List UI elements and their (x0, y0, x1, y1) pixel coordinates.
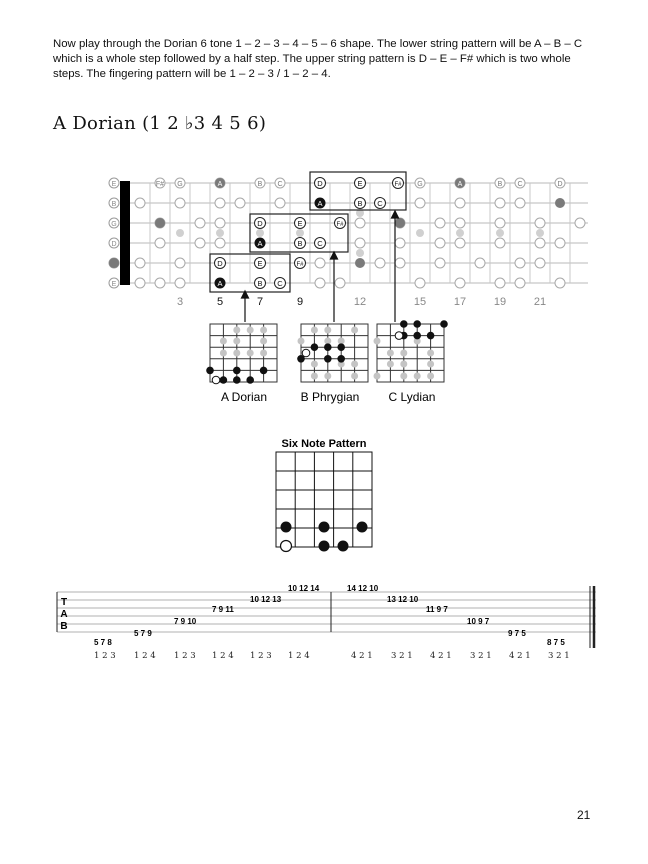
fingering: 4 2 1 (509, 651, 531, 661)
pattern-box-c-lydian (309, 171, 407, 211)
note-label: D (257, 219, 263, 228)
note-label: C (277, 279, 283, 288)
fret-number: 19 (494, 296, 506, 308)
note-label: D (217, 259, 223, 268)
fingering: 4 2 1 (430, 651, 452, 661)
note-label: E (357, 179, 362, 188)
tab-numbers: 8 7 5 (547, 638, 565, 647)
pattern-box-a-dorian (209, 253, 291, 293)
note-label: C (517, 181, 522, 188)
tablature: T A B 5 7 8 5 7 9 7 9 10 7 9 11 10 12 13… (56, 584, 596, 661)
fret-number: 5 (217, 296, 223, 308)
mode-label: C Lydian (389, 390, 436, 404)
tab-numbers: 10 12 13 (250, 595, 282, 604)
note-label: F# (296, 262, 304, 268)
fingering: 3 2 1 (470, 651, 492, 661)
fret-number: 12 (354, 296, 366, 308)
tab-numbers: 11 9 7 (426, 605, 448, 614)
tab-numbers: 7 9 10 (174, 617, 197, 626)
note-label: B (357, 199, 362, 208)
fingering: 1 2 4 (288, 651, 310, 661)
tab-numbers: 7 9 11 (212, 605, 234, 614)
note-label: A (217, 279, 222, 288)
fingering: 1 2 3 (250, 651, 272, 661)
mode-diagram-a-dorian (206, 323, 278, 385)
note-label: B (258, 181, 263, 188)
fingering: 3 2 1 (391, 651, 413, 661)
mode-label: B Phrygian (301, 390, 360, 404)
tab-clef-letter: B (60, 621, 67, 632)
fretboard-nut (120, 181, 130, 285)
note-label: D (317, 179, 323, 188)
string-name: G (111, 221, 116, 228)
tab-numbers: 10 12 14 (288, 584, 320, 593)
string-name: D (111, 241, 116, 248)
note-label: G (417, 181, 422, 188)
fret-number: 7 (257, 296, 263, 308)
fingering: 1 2 3 (94, 651, 116, 661)
note-label: D (557, 181, 562, 188)
tab-numbers: 5 7 9 (134, 629, 152, 638)
note-label: F# (156, 181, 164, 188)
intro-paragraph: Now play through the Dorian 6 tone 1 – 2… (53, 38, 583, 80)
note-label: F# (394, 182, 402, 188)
fret-number: 17 (454, 296, 466, 308)
string-name: B (112, 201, 117, 208)
tab-numbers: 9 7 5 (508, 629, 526, 638)
fret-number: 3 (177, 296, 183, 308)
fret-number: 15 (414, 296, 426, 308)
tab-numbers: 14 12 10 (347, 584, 379, 593)
note-label: B (257, 279, 262, 288)
note-label: E (257, 259, 262, 268)
fretboard-diagram: E B G D A E (108, 171, 588, 322)
six-note-pattern-title: Six Note Pattern (282, 438, 367, 450)
six-note-pattern-diagram (275, 451, 373, 553)
mode-diagram-c-lydian (373, 320, 448, 383)
tab-numbers: 10 9 7 (467, 617, 490, 626)
note-label: C (377, 199, 383, 208)
note-label: A (317, 199, 322, 208)
note-label: F# (336, 222, 344, 228)
tab-numbers: 13 12 10 (387, 595, 419, 604)
string-name: E (112, 181, 117, 188)
fingering: 1 2 4 (134, 651, 156, 661)
note-label: B (297, 239, 302, 248)
note-label: E (297, 219, 302, 228)
tab-numbers: 5 7 8 (94, 638, 112, 647)
pattern-box-b-phrygian (249, 213, 349, 253)
fingering: 1 2 4 (212, 651, 234, 661)
tab-clef-letter: T (61, 597, 67, 608)
page-number: 21 (577, 808, 591, 822)
fingering: 3 2 1 (548, 651, 570, 661)
fret-number: 21 (534, 296, 546, 308)
mode-diagram-b-phrygian (297, 323, 369, 383)
note-label: A (458, 181, 463, 188)
note-label: G (177, 181, 182, 188)
fingering: 1 2 3 (174, 651, 196, 661)
note-label: A (218, 181, 223, 188)
tab-clef-letter: A (60, 609, 67, 620)
fret-number: 9 (297, 296, 303, 308)
mode-label: A Dorian (221, 390, 267, 404)
note-label: C (317, 239, 323, 248)
fingering: 4 2 1 (351, 651, 373, 661)
note-label: C (277, 181, 282, 188)
scale-heading: A Dorian (1 2 ♭3 4 5 6) (53, 113, 267, 134)
note-label: B (498, 181, 503, 188)
note-label: A (257, 239, 262, 248)
string-name: E (112, 281, 117, 288)
